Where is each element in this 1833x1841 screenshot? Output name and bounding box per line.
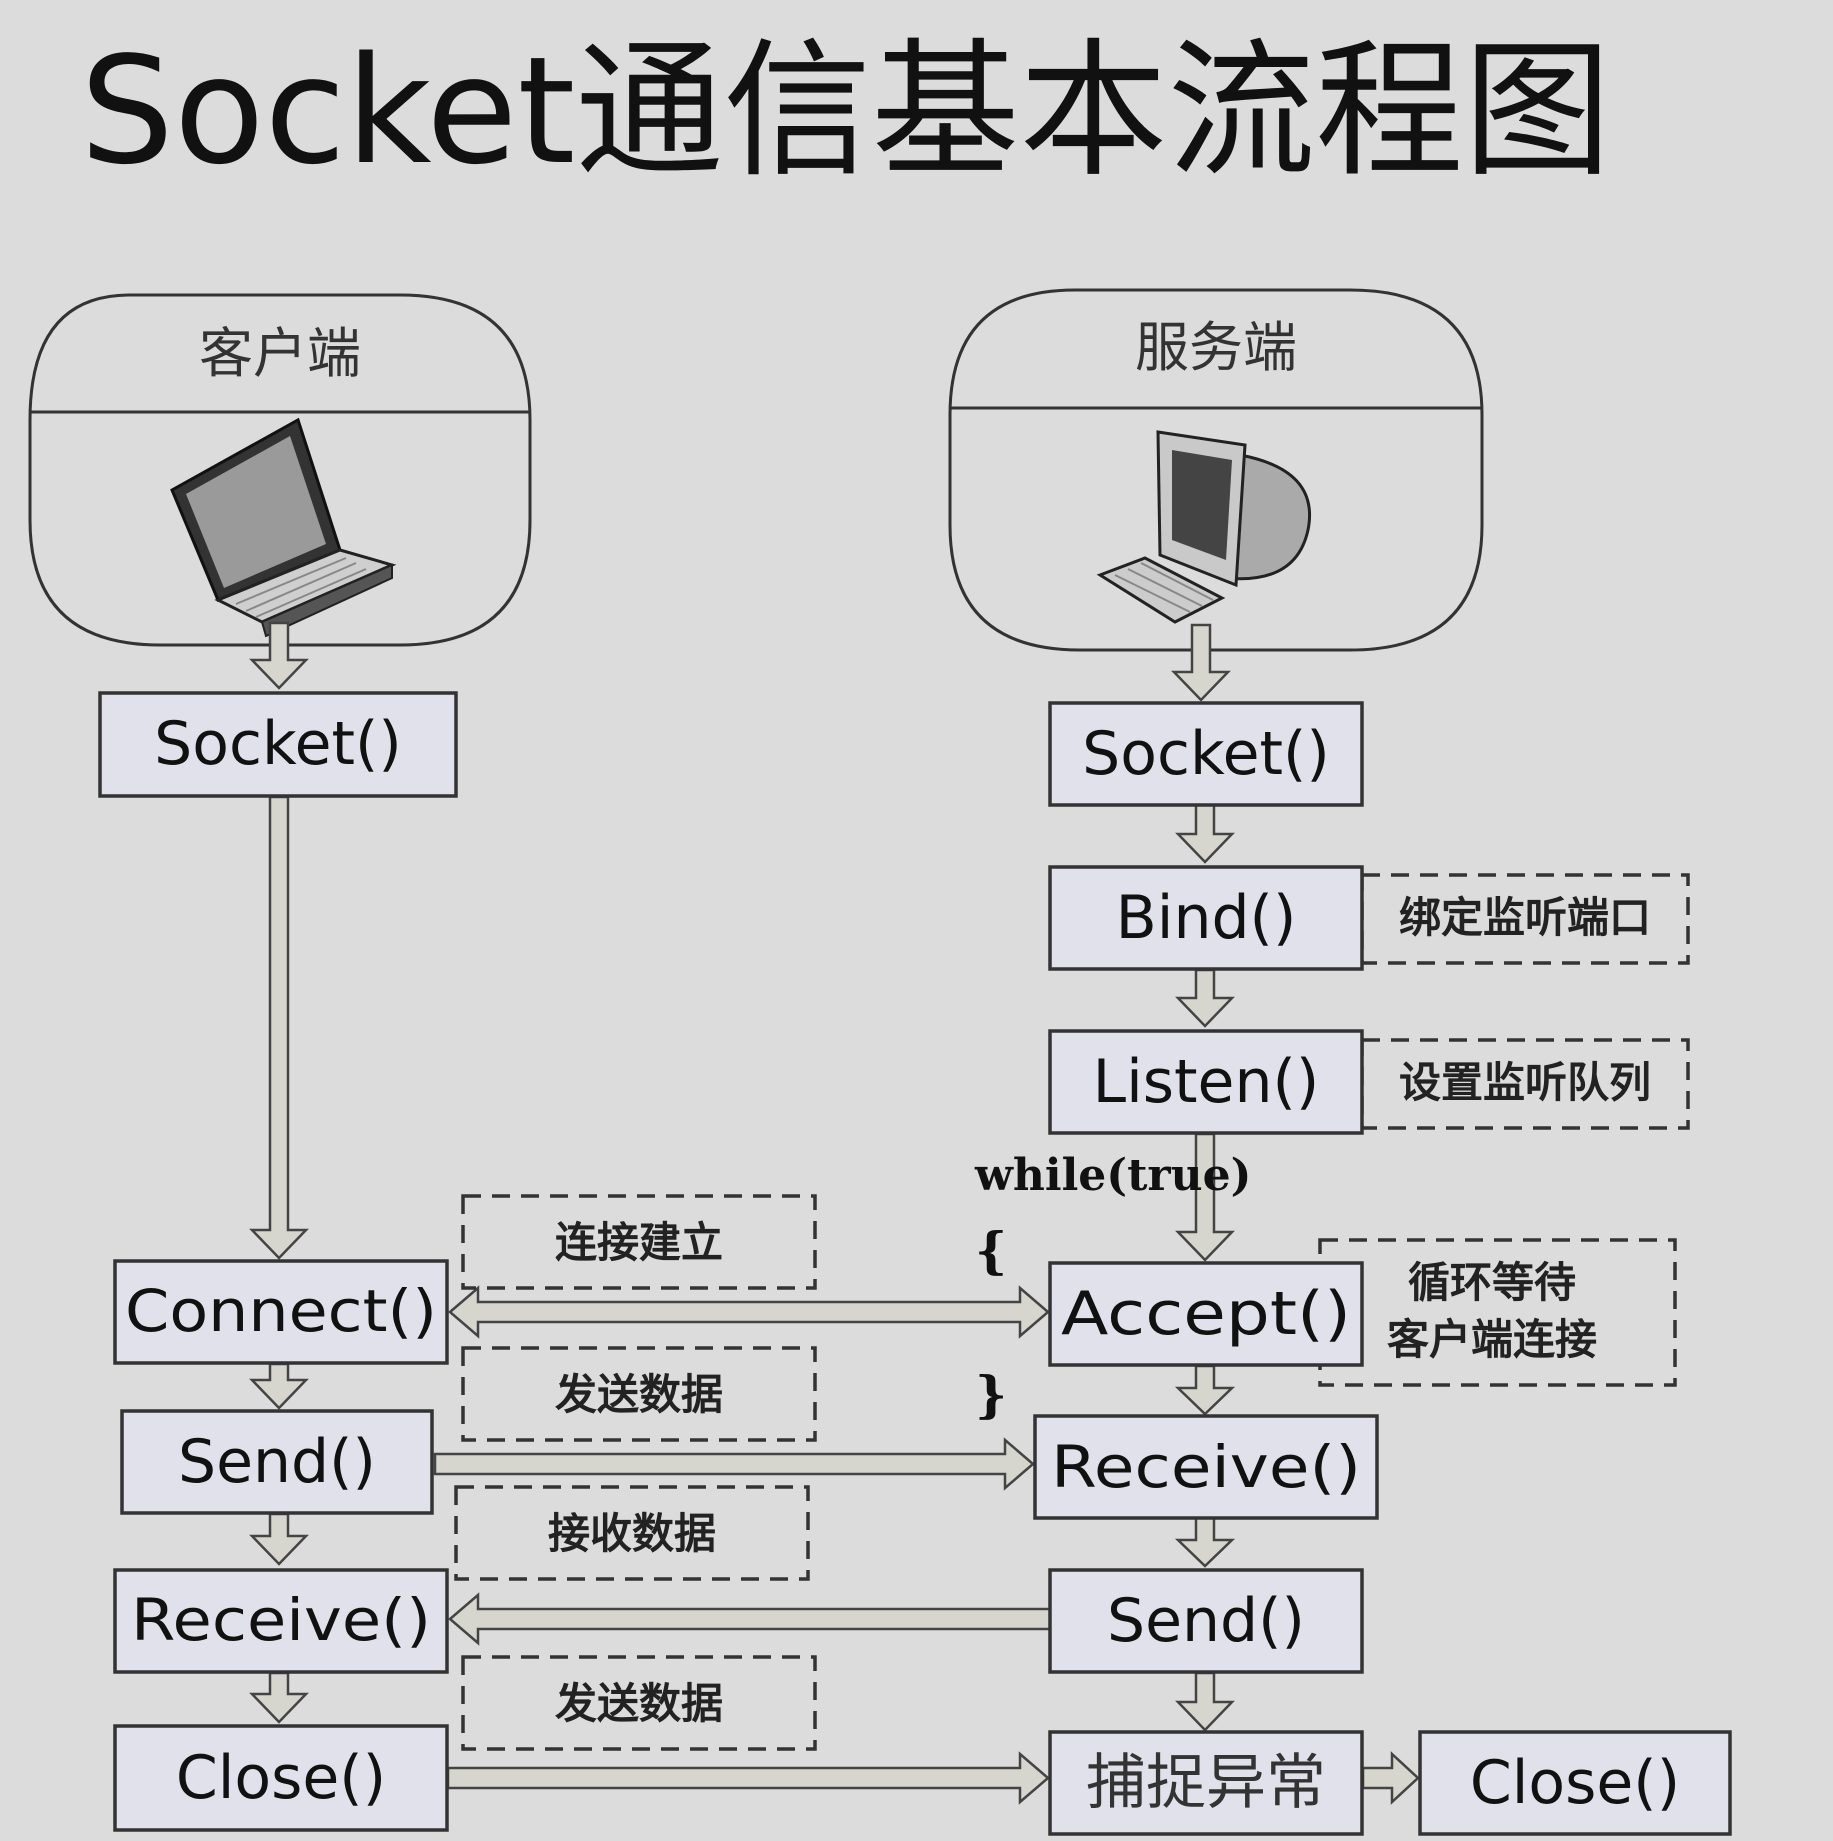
message-connect-box: [461, 1194, 817, 1290]
server-close-label: Close(): [1470, 1748, 1680, 1818]
server-catch-box: [1048, 1730, 1364, 1836]
arrow-client-connect-to-send: [249, 1362, 309, 1410]
client-header: 客户端: [199, 322, 361, 385]
loop-while: while(true): [974, 1150, 1251, 1201]
server-send-box: [1048, 1568, 1364, 1674]
arrows: [249, 621, 1420, 1805]
server-bind-box: [1048, 865, 1364, 971]
loop-close-brace: }: [975, 1365, 1007, 1424]
arrow-client-send-to-receive: [249, 1512, 309, 1566]
arrow-server-icon-to-socket: [1171, 623, 1231, 702]
loop-open-brace: {: [975, 1221, 1007, 1280]
client-receive-box: [113, 1568, 449, 1674]
arrow-close-to-catch: [446, 1751, 1050, 1805]
arrow-client-receive-to-close: [249, 1671, 309, 1724]
note-listen: 设置监听队列: [1399, 1058, 1651, 1107]
client-close-label: Close(): [176, 1743, 386, 1813]
arrow-catch-to-close: [1361, 1751, 1420, 1805]
server-catch-label: 捕捉异常: [1086, 1748, 1326, 1818]
server-receive-label: Receive(): [1051, 1433, 1361, 1501]
note-accept-box: [1318, 1238, 1677, 1387]
client-send-label: Send(): [178, 1427, 376, 1497]
server-listen-label: Listen(): [1093, 1047, 1320, 1117]
page-title: Socket通信基本流程图: [80, 25, 1611, 197]
message-send: 发送数据: [555, 1370, 723, 1419]
message-receive-box: [454, 1485, 810, 1581]
note-accept-line1: 循环等待: [1408, 1258, 1576, 1307]
client-send-box: [120, 1409, 434, 1515]
arrow-server-bind-to-listen: [1175, 968, 1235, 1028]
loop-annotation: while(true) { }: [974, 1150, 1251, 1424]
arrow-send-to-client-receive: [448, 1592, 1052, 1646]
arrow-server-send-to-catch: [1175, 1671, 1235, 1732]
client-connect-box: [113, 1259, 449, 1365]
server-send-label: Send(): [1107, 1586, 1305, 1656]
server-receive-box: [1033, 1414, 1379, 1520]
client-steps: Socket() Connect() Send() Receive() Clos…: [98, 691, 458, 1832]
client-socket-label: Socket(): [154, 709, 402, 779]
arrow-server-listen-to-accept: [1175, 1132, 1235, 1262]
note-accept-line2: 客户端连接: [1387, 1315, 1597, 1364]
arrow-client-icon-to-socket: [249, 621, 309, 690]
client-close-box: [113, 1724, 449, 1832]
arrow-client-socket-to-connect: [249, 795, 309, 1260]
arrow-server-socket-to-bind: [1175, 803, 1235, 864]
notes: 绑定监听端口 设置监听队列 循环等待 客户端连接 连接建立 发送数据 接收数据 …: [454, 873, 1690, 1751]
server-socket-box: [1048, 701, 1364, 807]
server-bind-label: Bind(): [1116, 883, 1297, 953]
arrow-connect-accept: [448, 1285, 1050, 1339]
server-accept-box: [1048, 1261, 1364, 1367]
client-receive-label: Receive(): [131, 1586, 431, 1654]
server-header: 服务端: [1135, 316, 1297, 379]
server-close-box: [1418, 1730, 1732, 1836]
server-socket-label: Socket(): [1082, 719, 1330, 789]
server-listen-box: [1048, 1029, 1364, 1135]
message-receive: 接收数据: [548, 1509, 716, 1558]
client-connect-label: Connect(): [125, 1277, 437, 1345]
note-bind: 绑定监听端口: [1399, 893, 1651, 942]
arrow-send-to-receive: [433, 1437, 1035, 1491]
server-steps: Socket() Bind() Listen() Accept() Receiv…: [1033, 701, 1732, 1836]
message-connect: 连接建立: [555, 1218, 723, 1267]
message-close-box: [461, 1655, 817, 1751]
arrow-server-accept-to-receive: [1174, 1364, 1236, 1416]
message-close: 发送数据: [555, 1679, 723, 1728]
arrow-server-receive-to-send: [1174, 1516, 1236, 1568]
desktop-computer-icon: [1096, 430, 1311, 624]
client-panel: 客户端: [28, 293, 532, 647]
server-accept-label: Accept(): [1061, 1279, 1351, 1349]
client-socket-box: [98, 691, 458, 798]
message-send-box: [461, 1346, 817, 1442]
server-panel: 服务端: [948, 288, 1484, 652]
laptop-icon: [170, 417, 397, 638]
